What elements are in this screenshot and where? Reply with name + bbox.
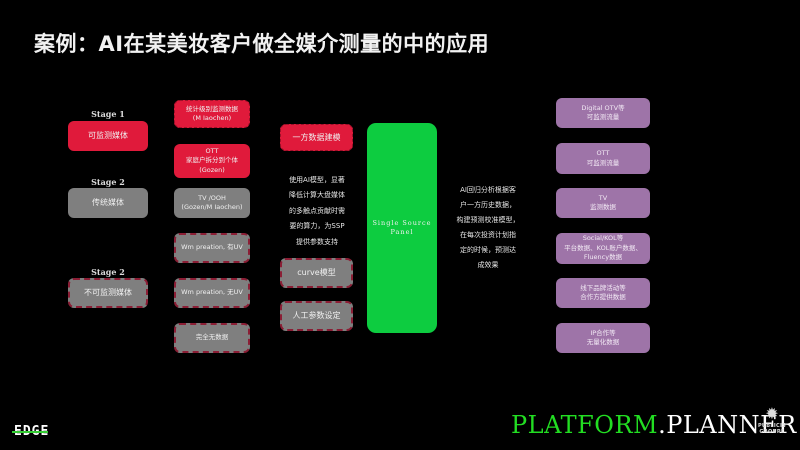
unmeasurable-media-box[interactable]: 不可监测媒体: [68, 278, 148, 308]
data-source-box[interactable]: OTT 家庭户拆分到个体 (Gozen): [174, 144, 250, 178]
curve-model-box[interactable]: curve模型: [280, 258, 353, 288]
platform-planner-logo: PLATFORM.PLANNER: [511, 411, 797, 439]
output-box[interactable]: OTT 可监测流量: [556, 143, 650, 174]
publicis-groupe-logo: ✹ PUBLICIS GROUPE: [752, 405, 792, 440]
page-title: 案例：AI在某美妆客户做全媒介测量的中的应用: [34, 32, 490, 56]
output-box[interactable]: Social/KOL等 平台数据、KOL账户数据、 Fluency数据: [556, 233, 650, 264]
first-party-modeling-box[interactable]: 一方数据建模: [280, 124, 353, 151]
publicis-text: PUBLICIS: [757, 423, 787, 429]
output-box[interactable]: IP合作等 无量化数据: [556, 323, 650, 353]
platform-text: PLATFORM: [511, 411, 659, 439]
data-source-box[interactable]: 统计级别监测数据 (M Iaochen): [174, 100, 250, 128]
traditional-media-box[interactable]: 传统媒体: [68, 188, 148, 218]
planner-text: .PLANNER: [658, 411, 797, 439]
lion-emblem-icon: ✹: [765, 404, 779, 423]
output-box[interactable]: 线下品牌活动等 合作方提供数据: [556, 278, 650, 308]
data-source-box[interactable]: 完全无数据: [174, 323, 250, 353]
edge-logo-line: [12, 431, 48, 433]
ai-model-description: 使用AI模型，显著 降低计算大盘媒体 的多触点贡献时需 要的算力，为SSP 提供…: [289, 176, 345, 246]
ai-regression-description: AI回归分析根据客 户一方历史数据， 构建预测校准模型， 在每次投资计划指 定的…: [456, 186, 520, 270]
data-source-box[interactable]: TV /OOH (Gozen/M Iaochen): [174, 188, 250, 218]
single-source-panel[interactable]: Single Source Panel: [367, 123, 437, 333]
manual-parameter-box[interactable]: 人工参数设定: [280, 301, 353, 331]
stage-label: Stage 2: [91, 267, 125, 277]
output-box[interactable]: Digital OTV等 可监测流量: [556, 98, 650, 128]
measurable-media-box[interactable]: 可监测媒体: [68, 121, 148, 151]
data-source-box[interactable]: Wm preation, 无UV: [174, 278, 250, 308]
stage-label: Stage 2: [91, 177, 125, 187]
data-source-box[interactable]: Wm preation, 有UV: [174, 233, 250, 263]
groupe-text: GROUPE: [759, 429, 785, 435]
output-box[interactable]: TV 监测数据: [556, 188, 650, 218]
stage-label: Stage 1: [91, 109, 125, 119]
